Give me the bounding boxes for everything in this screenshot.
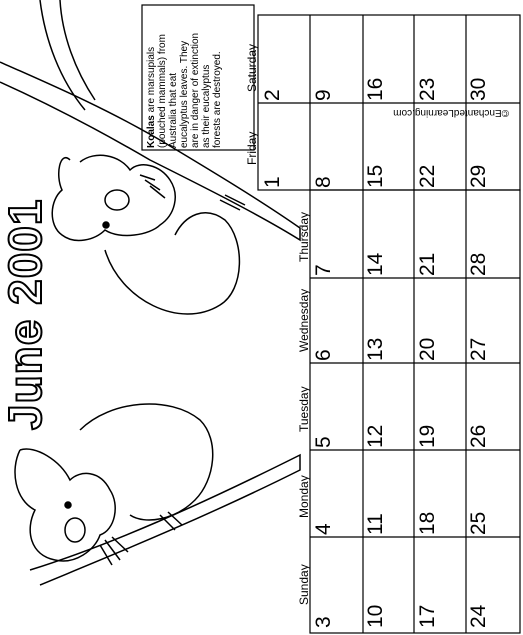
date-cell-number: 13 — [364, 337, 387, 361]
date-cell-number: 1 — [261, 176, 284, 188]
date-cell-number: 24 — [467, 604, 490, 628]
date-cell-number: 26 — [467, 424, 490, 448]
date-cell-number: 14 — [364, 252, 387, 276]
day-label-wednesday: Wednesday — [297, 288, 311, 352]
date-cell-number: 15 — [364, 164, 387, 188]
date-cell-number: 10 — [364, 604, 387, 628]
date-cell-number: 18 — [416, 511, 439, 535]
info-first-line: Koalas are marsupials — [146, 8, 157, 148]
date-cell-number: 29 — [467, 164, 490, 188]
day-label-saturday: Saturday — [245, 43, 259, 92]
info-line-3: Australia that eat — [168, 72, 179, 148]
date-cell-number: 27 — [467, 337, 490, 361]
day-label-friday: Friday — [245, 131, 259, 165]
date-cell-number: 5 — [312, 436, 335, 448]
date-cell-number: 6 — [312, 349, 335, 361]
date-cell-number: 23 — [416, 77, 439, 101]
info-line-1: are marsupials — [146, 46, 157, 116]
date-cell-number: 28 — [467, 252, 490, 276]
info-text: Koalas are marsupials (pouched mammals) … — [146, 8, 223, 148]
day-label-tuesday: Tuesday — [297, 386, 311, 432]
info-line-6: as their eucalyptus — [201, 64, 212, 148]
day-label-thursday: Thursday — [297, 211, 311, 262]
page-title: June 2001 — [0, 198, 52, 431]
date-cell-number: 4 — [312, 523, 335, 535]
date-cell-number: 30 — [467, 77, 490, 101]
credit-text: ©EnchantedLearning.com — [393, 107, 509, 118]
info-line-2: (pouched mammals) from — [157, 34, 168, 148]
date-cell-number: 11 — [364, 513, 387, 535]
date-cell-number: 9 — [312, 89, 335, 101]
date-cell-number: 25 — [467, 511, 490, 535]
info-bold-word: Koalas — [146, 115, 157, 148]
day-label-monday: Monday — [297, 475, 311, 518]
date-cell-number: 22 — [416, 164, 439, 188]
date-cell-number: 3 — [312, 616, 335, 628]
info-line-4: eucalyptus leaves. They — [179, 40, 190, 148]
day-label-sunday: Sunday — [297, 564, 311, 605]
date-cell-number: 12 — [364, 424, 387, 448]
date-cell-number: 17 — [416, 604, 439, 628]
date-cell-number: 19 — [416, 424, 439, 448]
date-cell-number: 20 — [416, 337, 439, 361]
date-cell-number: 2 — [261, 89, 284, 101]
date-cell-number: 21 — [416, 252, 439, 276]
info-line-7: forests are destroyed. — [212, 51, 223, 148]
date-cell-number: 8 — [312, 176, 335, 188]
info-line-5: are in danger of extinction — [190, 32, 201, 148]
date-cell-number: 16 — [364, 77, 387, 101]
date-cell-number: 7 — [312, 264, 335, 276]
